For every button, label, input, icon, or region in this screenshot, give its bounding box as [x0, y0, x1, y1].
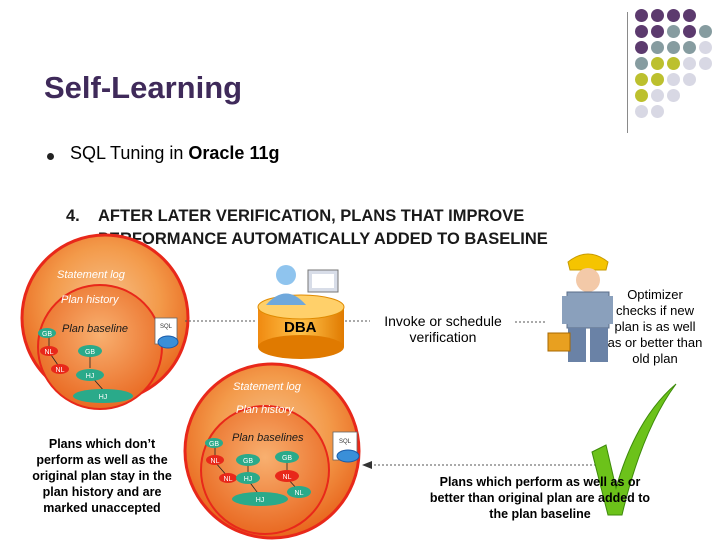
plan-node-label: NL: [211, 458, 220, 465]
sql-doc-label: SQL: [339, 439, 352, 445]
plan-node-label: GB: [42, 331, 52, 338]
unaccepted-line: perform as well as the: [14, 452, 190, 468]
accepted-plans-note: Plans which perform as well as or better…: [406, 474, 674, 522]
unaccepted-line: original plan stay in the: [14, 468, 190, 484]
plan-node-label: NL: [45, 349, 54, 356]
plan-node-label: NL: [295, 490, 304, 497]
invoke-line: verification: [368, 329, 518, 345]
left-plan-baseline-label: Plan baseline: [62, 323, 128, 335]
accepted-line: better than original plan are added to: [406, 490, 674, 506]
plan-node-label: NL: [56, 367, 65, 374]
plan-node-label: HJ: [86, 373, 95, 380]
left-plan-history-label: Plan history: [61, 294, 118, 306]
plan-node-label: HJ: [256, 497, 265, 504]
plan-node-label: NL: [224, 476, 233, 483]
unaccepted-line: Plans which don’t: [14, 436, 190, 452]
lower-plan-baselines-label: Plan baselines: [232, 432, 304, 444]
unaccepted-line: plan history and are: [14, 484, 190, 500]
optimizer-line: checks if new: [592, 303, 718, 319]
accepted-line: Plans which perform as well as or: [406, 474, 674, 490]
optimizer-line: as or better than: [592, 335, 718, 351]
left-statement-log-label: Statement log: [57, 269, 125, 281]
dba-person-head: [276, 265, 296, 285]
unaccepted-plans-note: Plans which don’t perform as well as the…: [14, 436, 190, 516]
optimizer-note: Optimizer checks if new plan is as well …: [592, 287, 718, 367]
lower-plan-history-label: Plan history: [236, 404, 293, 416]
plan-node-label: HJ: [244, 476, 253, 483]
sql-cloud-icon: [337, 450, 359, 462]
lower-statement-log-label: Statement log: [233, 381, 301, 393]
plan-node-label: GB: [85, 349, 95, 356]
left-statement-log-disc: SQL GB NL NL GB HJ HJ: [22, 235, 188, 409]
accepted-line: the plan baseline: [406, 506, 674, 522]
plan-node-label: GB: [282, 455, 292, 462]
invoke-verification-label: Invoke or schedule verification: [368, 313, 518, 345]
plan-history-ring: [201, 406, 329, 534]
plan-node-label: NL: [283, 474, 292, 481]
optimizer-line: plan is as well: [592, 319, 718, 335]
sql-cloud-icon: [158, 336, 178, 348]
unaccepted-line: marked unaccepted: [14, 500, 190, 516]
dba-label: DBA: [284, 320, 317, 336]
plan-node-label: GB: [243, 458, 253, 465]
optimizer-line: Optimizer: [592, 287, 718, 303]
invoke-line: Invoke or schedule: [368, 313, 518, 329]
arrow-head-icon: [362, 461, 372, 469]
plan-node-label: HJ: [99, 394, 108, 401]
plan-node-label: GB: [209, 441, 219, 448]
optimizer-line: old plan: [592, 351, 718, 367]
dba-cylinder: [258, 265, 344, 359]
sql-doc-label: SQL: [160, 324, 173, 330]
